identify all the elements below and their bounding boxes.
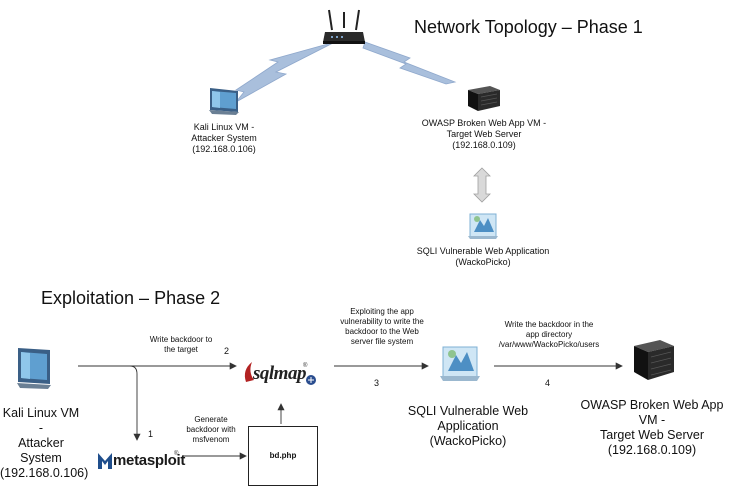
step4-label-line: Write the backdoor in the [504,320,594,329]
step3-label-line: backdoor to the Web [345,327,419,336]
owasp-role: Target Web Server [446,129,522,139]
sqlmap-icon: ® [244,362,316,385]
kali-name: Kali Linux VM - [2,406,80,435]
wireless-link-right [362,41,457,85]
kali-role: Attacker System [18,436,64,465]
generate-label-line: backdoor with [186,425,236,434]
owasp-ip: (192.168.0.109) [607,443,697,457]
step4-number: 4 [545,378,551,388]
kali-ip: (192.168.0.106) [0,466,89,480]
owasp-label-phase2: OWASP Broken Web App VM - Target Web Ser… [574,398,730,458]
svg-text:®: ® [303,362,308,369]
owasp-name: OWASP Broken Web App VM - [421,118,547,128]
arrow-kali-to-metasploit [129,365,141,441]
wireless-link-left [235,41,336,103]
step2-label-line: the target [164,345,198,354]
generate-label-line: msfvenom [192,435,230,444]
server-icon [468,86,500,111]
step1-number: 1 [148,429,154,439]
phase1-title: Network Topology – Phase 1 [414,17,643,37]
step4-label-line: app directory [525,330,573,339]
metasploit-icon [98,453,112,469]
web-app-icon [440,346,480,381]
generate-label: Generate backdoor with msfvenom [178,415,244,445]
owasp-name: OWASP Broken Web App VM - [580,398,724,427]
sqli-label-phase1: SQLI Vulnerable Web Application (WackoPi… [398,246,568,268]
sqli-name: SQLI Vulnerable Web Application [416,246,550,256]
sqli-label-phase2: SQLI Vulnerable Web Application (WackoPi… [378,404,558,449]
kali-label-phase2: Kali Linux VM - Attacker System (192.168… [0,406,89,481]
metasploit-wordmark: metasploit [113,452,186,469]
sqli-sub: (WackoPicko) [429,434,507,448]
web-app-icon [468,213,498,239]
server-icon [634,340,674,380]
step2-label-line: Write backdoor to [149,335,213,344]
owasp-role: Target Web Server [600,428,704,442]
double-arrow [473,167,491,203]
sqli-name: SQLI Vulnerable Web Application [407,404,529,433]
kali-monitor-icon [17,348,51,389]
metasploit-logo: metasploit ® [96,449,186,473]
backdoor-file-box: bd.php [248,426,318,486]
kali-role: Attacker System [191,133,257,143]
step3-label: Exploiting the app vulnerability to writ… [332,307,432,347]
step4-label-line: /var/www/WackoPicko/users [498,340,600,349]
owasp-label-phase1: OWASP Broken Web App VM - Target Web Ser… [400,118,568,151]
router-icon [323,9,365,44]
owasp-ip: (192.168.0.109) [452,140,516,150]
step3-label-line: Exploiting the app [350,307,414,316]
step2-number: 2 [224,346,230,356]
kali-name: Kali Linux VM - [193,122,255,132]
generate-label-line: Generate [194,415,228,424]
step3-number: 3 [374,378,380,388]
step3-label-line: vulnerability to write the [340,317,424,326]
phase2-title: Exploitation – Phase 2 [41,288,221,308]
kali-ip: (192.168.0.106) [192,144,256,154]
step4-label: Write the backdoor in the app directory … [494,320,604,350]
registered-mark: ® [174,451,179,457]
kali-label-phase1: Kali Linux VM - Attacker System (192.168… [168,122,280,155]
step2-label: Write backdoor to the target [140,335,222,355]
sqli-sub: (WackoPicko) [455,257,511,267]
sqlmap-logo: ® sqlmap [240,356,318,386]
sqlmap-wordmark: sqlmap [253,363,306,384]
step3-label-line: server file system [350,337,414,346]
file-name: bd.php [269,451,297,460]
kali-monitor-icon [209,88,239,115]
